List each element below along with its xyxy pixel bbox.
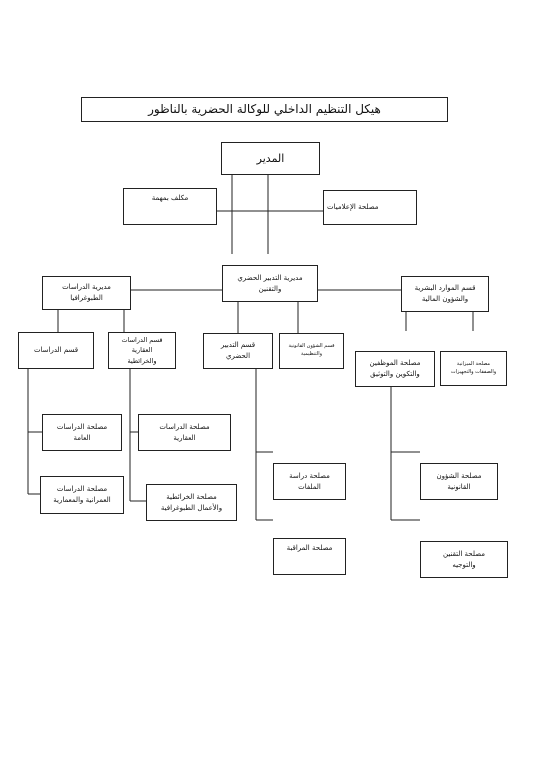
box-task-officer: مكلف بمهمة xyxy=(123,188,217,225)
chart-title: هيكل التنظيم الداخلي للوكالة الحضرية بال… xyxy=(81,97,448,122)
box-general-studies-service-text: مصلحة الدراسات العامة xyxy=(56,422,108,442)
box-director-text: المدير xyxy=(256,151,285,165)
box-monitoring-service: مصلحة المراقبة xyxy=(273,538,346,575)
box-files-service-text: مصلحة دراسة الملفات xyxy=(289,471,330,491)
box-legal-affairs-department-text: قسم الشؤون القانونية والتنظيمية xyxy=(288,343,335,357)
box-task-officer-text: مكلف بمهمة xyxy=(151,194,189,202)
box-regulation-service: مصلحة التقنين والتوجيه xyxy=(420,541,508,578)
box-realestate-studies-service-text: مصلحة الدراسات العقارية xyxy=(159,422,210,442)
box-studies-department-text: قسم الدراسات xyxy=(33,346,79,355)
box-urban-mgmt-department: قسم التدبير الحضري xyxy=(203,333,273,369)
box-general-studies-service: مصلحة الدراسات العامة xyxy=(42,414,122,451)
box-budget-service-text: مصلحة الميزانية والصفقات والتجهيزات xyxy=(450,360,497,375)
box-regulation-service-text: مصلحة التقنين والتوجيه xyxy=(443,549,485,569)
box-urban-mgmt-department-text: قسم التدبير الحضري xyxy=(220,341,256,360)
box-studies-topo-directorate: مديرية الدراسات الطبوغرافيا xyxy=(42,276,131,310)
box-urban-studies-service: مصلحة الدراسات العمرانية والمعمارية xyxy=(40,476,124,514)
box-monitoring-service-text: مصلحة المراقبة xyxy=(286,544,333,552)
box-realestate-studies-service: مصلحة الدراسات العقارية xyxy=(138,414,231,451)
box-legal-affairs-department: قسم الشؤون القانونية والتنظيمية xyxy=(279,333,344,369)
box-director: المدير xyxy=(221,142,320,175)
box-legal-service-text: مصلحة الشؤون القانونية xyxy=(436,471,482,491)
box-budget-service: مصلحة الميزانية والصفقات والتجهيزات xyxy=(440,351,507,386)
box-urban-mgmt-directorate-text: مديرية التدبير الحضري والتقنين xyxy=(237,273,303,293)
box-urban-mgmt-directorate: مديرية التدبير الحضري والتقنين xyxy=(222,265,318,302)
box-hr-department-text: قسم الموارد البشرية والشؤون المالية xyxy=(414,284,476,303)
box-legal-service: مصلحة الشؤون القانونية xyxy=(420,463,498,500)
box-it-service: مصلحة الإعلاميات xyxy=(323,190,417,225)
chart-title-text: هيكل التنظيم الداخلي للوكالة الحضرية بال… xyxy=(148,102,381,117)
box-files-service: مصلحة دراسة الملفات xyxy=(273,463,346,500)
box-realestate-maps-department-text: قسم الدراسات العقارية والخرائطية xyxy=(121,336,163,365)
box-hr-department: قسم الموارد البشرية والشؤون المالية xyxy=(401,276,489,312)
box-staff-training-service: مصلحة الموظفين والتكوين والتوثيق xyxy=(355,351,435,387)
box-maps-service: مصلحة الخرائطية والأعمال الطبوغرافية xyxy=(146,484,237,521)
box-realestate-maps-department: قسم الدراسات العقارية والخرائطية xyxy=(108,332,176,369)
box-studies-topo-directorate-text: مديرية الدراسات الطبوغرافيا xyxy=(62,283,111,302)
box-it-service-text: مصلحة الإعلاميات xyxy=(327,203,379,212)
box-studies-department: قسم الدراسات xyxy=(18,332,94,369)
box-maps-service-text: مصلحة الخرائطية والأعمال الطبوغرافية xyxy=(160,492,223,512)
box-staff-training-service-text: مصلحة الموظفين والتكوين والتوثيق xyxy=(369,359,421,378)
box-urban-studies-service-text: مصلحة الدراسات العمرانية والمعمارية xyxy=(53,485,111,504)
